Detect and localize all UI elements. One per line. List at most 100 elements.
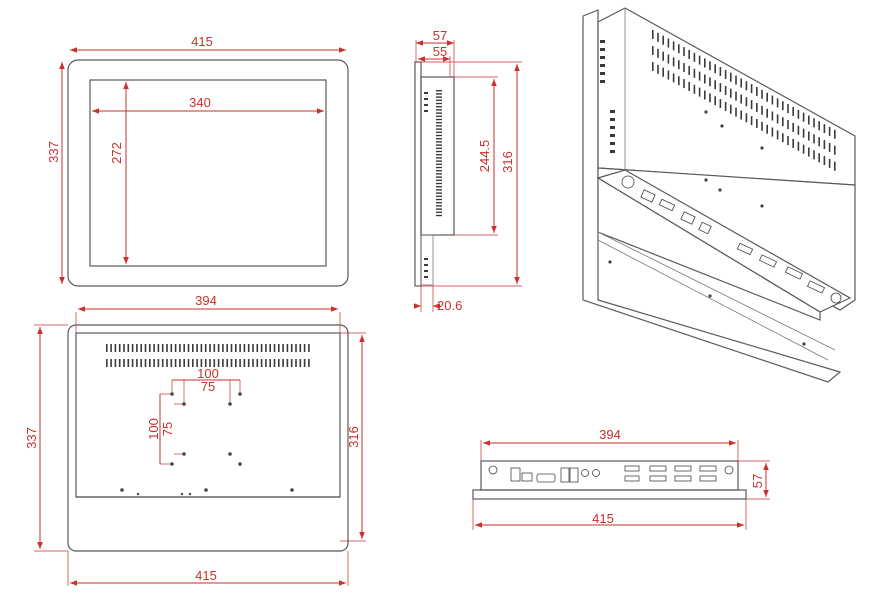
vent-slot [610,126,615,129]
dim-back-height-right-label: 316 [346,426,361,448]
vent-slot [756,103,758,112]
vent-slot [278,344,280,352]
vent-slot [436,154,442,156]
vent-slot [424,92,428,94]
vent-slot [299,344,302,352]
bottom-port [488,465,498,475]
vent-slot [278,359,280,367]
vent-slot [724,69,727,79]
vent-slot [719,99,722,109]
vent-slot [260,359,263,367]
vent-slot [672,73,675,83]
vent-slot [657,32,659,42]
vent-slot [256,344,259,352]
vent-slot [797,125,800,135]
vent-slot [110,359,112,367]
vent-slot [436,205,442,207]
vent-slot [424,98,428,100]
vent-slot [802,128,805,138]
vent-slot [782,133,784,143]
vent-slot [834,145,836,155]
dim-side-depth-inner-label: 55 [433,44,447,59]
vent-slot [719,67,722,77]
iso-port [830,292,842,304]
vent-slot [170,359,173,367]
vent-slot [436,128,442,130]
vent-slot [436,195,442,197]
vent-slot [745,97,748,107]
bottom-port [592,469,600,477]
vent-slot [823,124,826,134]
vent-slot [657,48,659,58]
vent-slot [693,68,696,78]
dim-front-height-label: 337 [46,141,61,163]
dim-front-width-label: 415 [191,34,213,49]
bottom-port [521,472,533,482]
vent-slot [196,344,198,352]
vent-slot [436,170,442,172]
vent-slot [436,99,442,101]
vent-slot [243,359,246,367]
vent-slot [118,344,121,352]
bottom-port [649,475,667,482]
vent-slot [678,44,680,54]
vent-slot [247,344,250,352]
vent-slot [828,158,831,168]
vent-slot [709,77,711,87]
bottom-view: 394 415 57 [472,427,770,530]
vent-slot [792,122,794,132]
vent-slot [719,83,722,93]
vent-slot [714,64,716,74]
vent-slot [286,344,289,352]
vent-slot [672,41,675,51]
vent-slot [834,129,836,139]
vent-slot [131,344,134,352]
vent-slot [693,84,696,94]
vent-slot [187,344,190,352]
vent-slot [436,166,442,169]
dim-back-width-top-label: 394 [195,293,217,308]
vent-slot [766,108,768,118]
vent-slot [303,344,306,352]
vent-slot [735,91,737,101]
iso-port [758,254,778,268]
vent-slot [610,118,615,121]
vent-slot [230,359,233,367]
vent-slot [761,121,763,131]
vent-slot [299,359,302,367]
vent-slot [243,344,246,352]
vent-slot [252,344,254,352]
vent-slot [797,141,800,151]
vent-slot [127,359,130,367]
vent-slot [818,153,820,163]
vent-slot [209,344,211,352]
bottom-port [724,465,734,475]
side-vent-slots [424,90,442,278]
bottom-port [674,475,692,482]
vent-slot [745,113,748,123]
vent-slot [123,344,125,352]
vent-slot [652,30,654,39]
vent-slot [761,89,763,99]
vent-slot [436,198,442,201]
vent-slot [688,81,690,91]
side-bezel [414,61,422,287]
vent-slot [200,359,203,367]
vent-slot [792,138,794,148]
vent-slot [144,359,147,367]
vent-slot [600,72,605,75]
vent-slot [667,70,670,80]
vent-slot [282,344,284,352]
vent-slot [131,359,134,367]
vent-slot [179,344,181,352]
vent-slot [740,78,742,88]
vent-slot [436,96,442,98]
back-view: 100 75 100 75 394 415 337 316 [24,293,366,586]
iso-port [784,266,804,280]
vent-slot [436,150,442,153]
vent-slot [265,344,267,352]
vent-slot [424,104,428,106]
iso-vent-slots [600,30,836,171]
vent-slot [436,211,442,213]
bottom-port [624,465,640,472]
